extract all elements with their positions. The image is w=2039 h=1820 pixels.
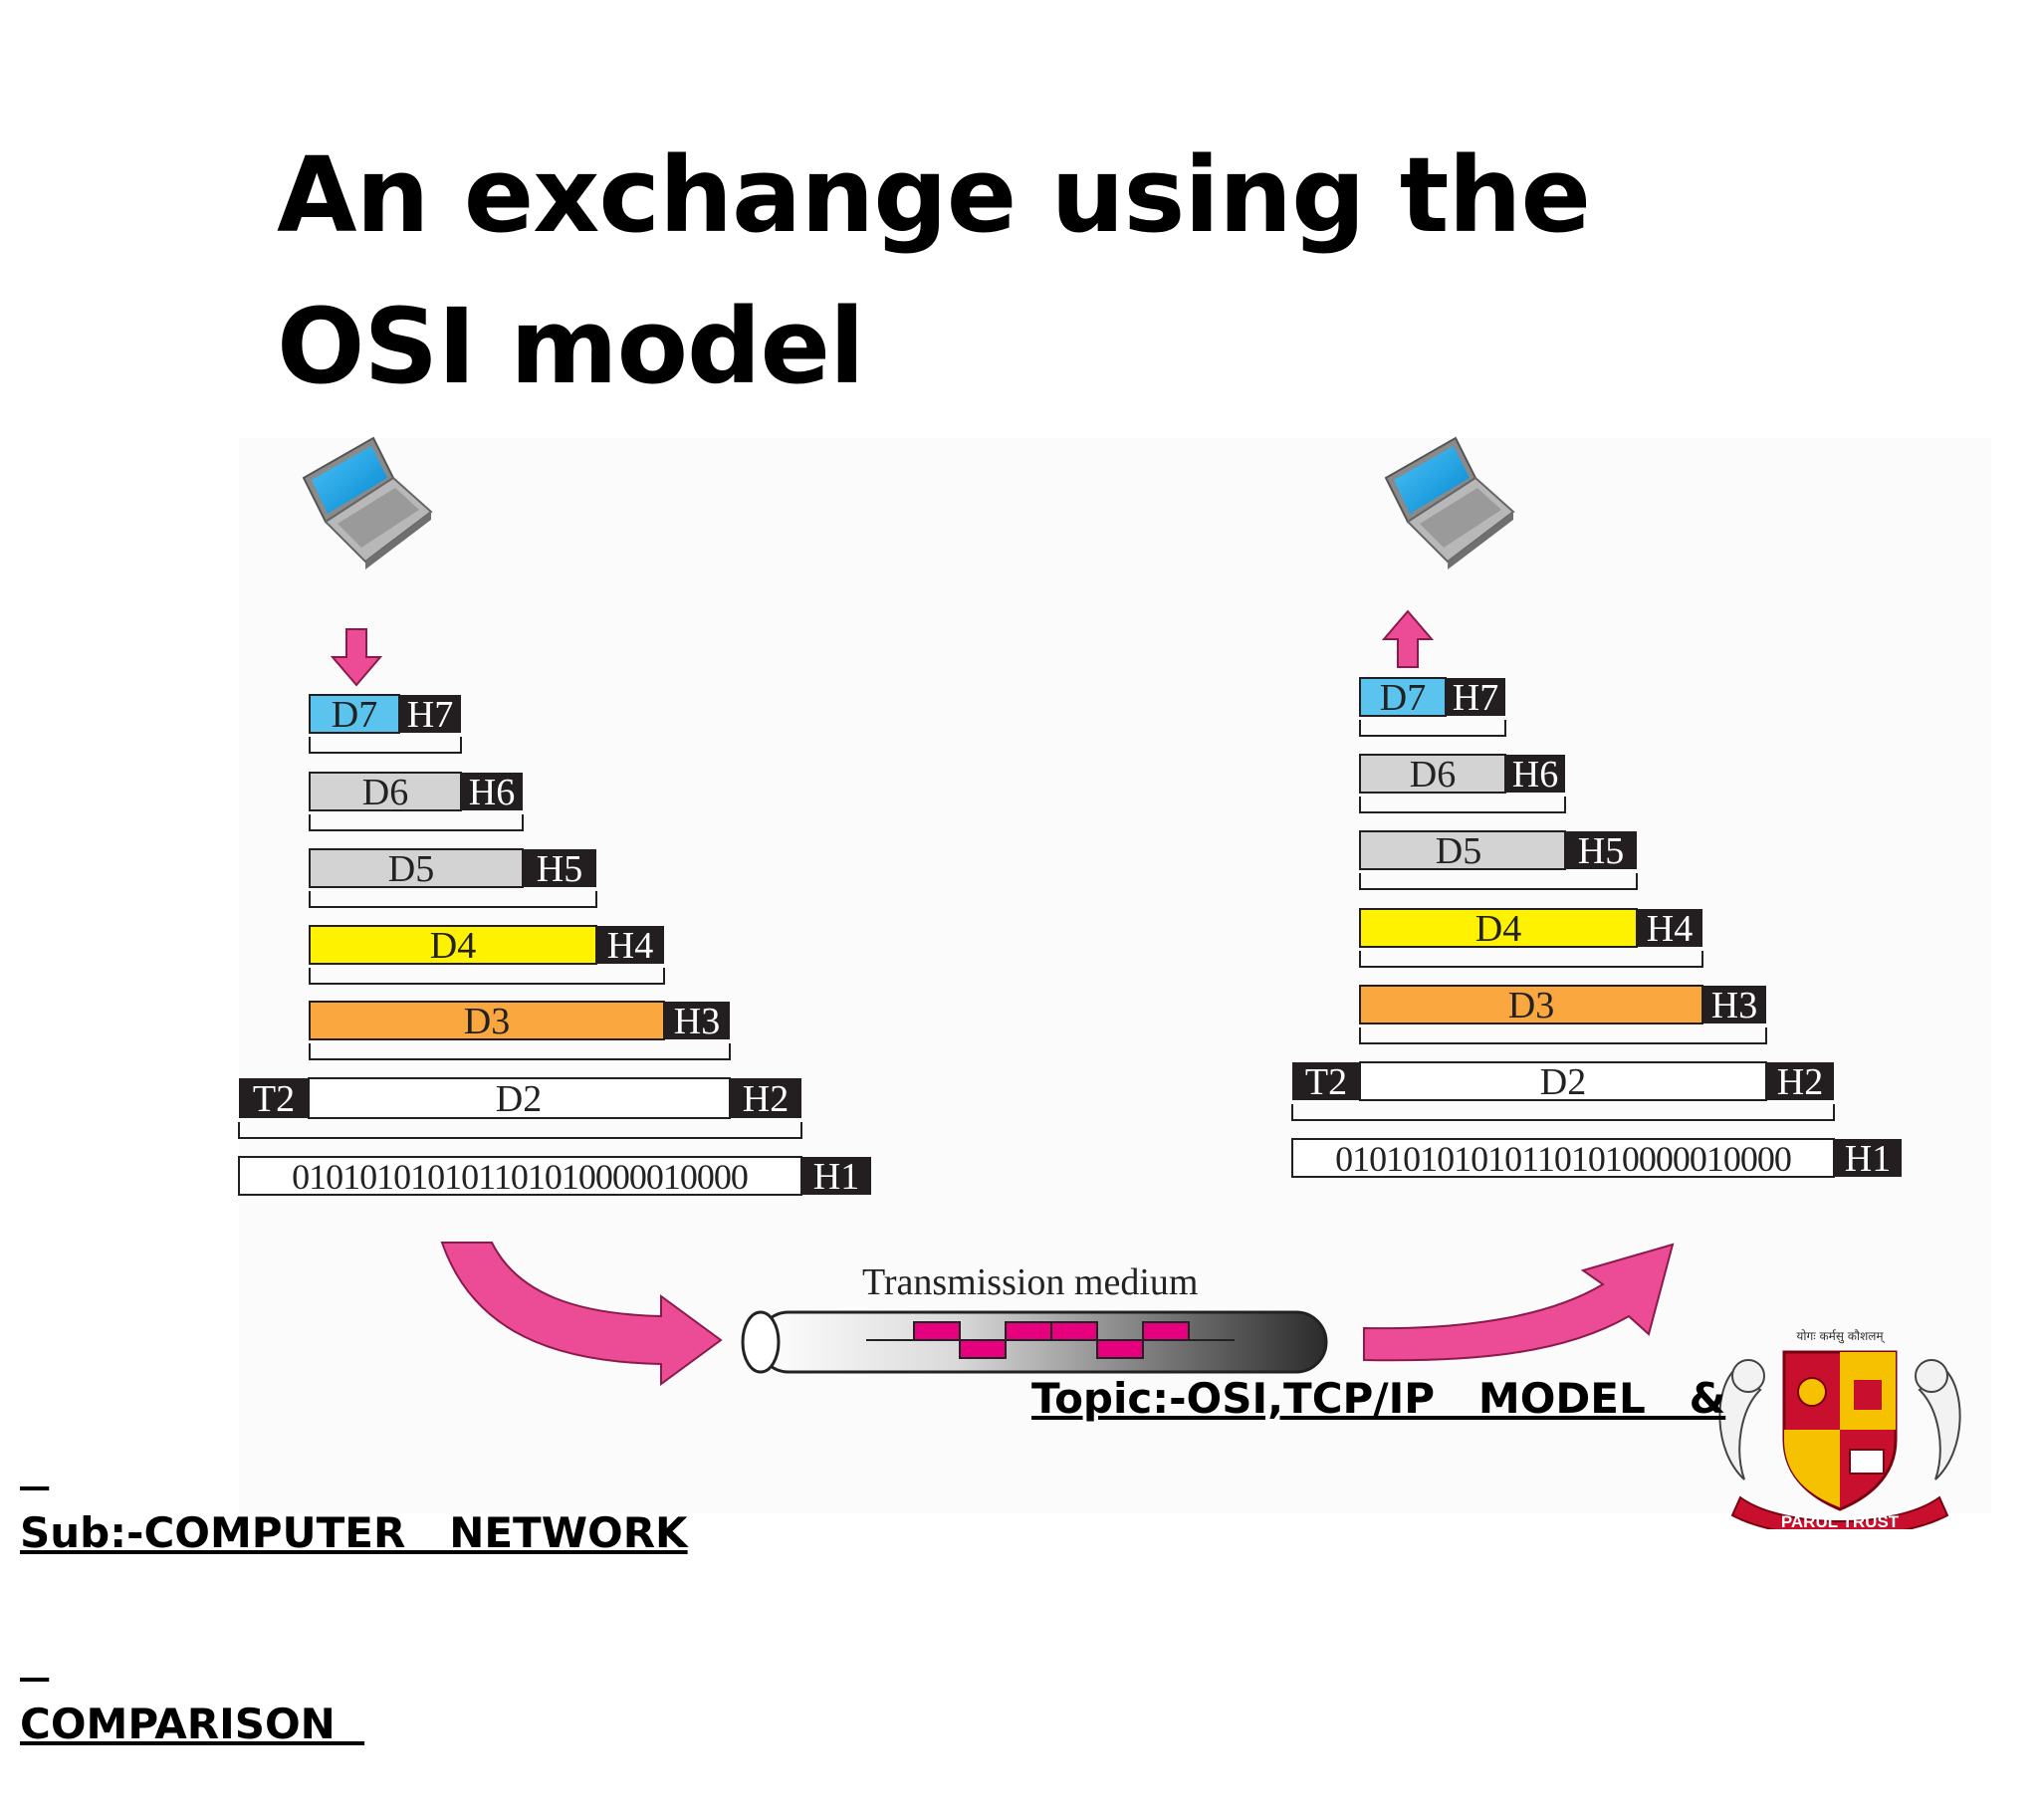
- sender-d4-label: D4: [430, 925, 476, 967]
- sender-d5-label: D5: [388, 848, 434, 890]
- slide-title: An exchange using the OSI model: [277, 119, 1671, 422]
- sender-d6-label: D6: [362, 772, 408, 813]
- receive-curved-arrow-icon: [1363, 1243, 1675, 1362]
- receiver-laptop-icon: [1384, 436, 1515, 569]
- sender-layer-5: D5 H5: [309, 848, 597, 908]
- receiver-h2-label: H2: [1777, 1061, 1823, 1103]
- footer-subject: Sub:-COMPUTER NETWORK COMPARISON: [20, 1374, 688, 1820]
- receiver-h1-label: H1: [1845, 1138, 1891, 1180]
- digital-signal: [866, 1321, 1235, 1359]
- parul-trust-logo: योगः कर्मसु कौशलम् PARUL TRUST: [1718, 1329, 1961, 1529]
- sender-layer-2: T2 D2 H2: [238, 1077, 802, 1139]
- sender-d2-label: D2: [496, 1078, 542, 1120]
- receiver-d4-label: D4: [1475, 908, 1521, 950]
- title-line-2: OSI model: [277, 286, 865, 407]
- receiver-d6-label: D6: [1410, 754, 1456, 796]
- receiver-layer-7: D7 H7: [1359, 677, 1506, 737]
- osi-exchange-diagram: D7 H7 D6 H6 D5 H5 D4 H4 D3: [238, 436, 1961, 1529]
- up-arrow-icon: [1381, 609, 1435, 668]
- receiver-d5-label: D5: [1436, 830, 1481, 872]
- receiver-layer-1: 010101010101101010000010000 H1: [1291, 1138, 1902, 1180]
- sender-layer-3: D3 H3: [309, 1001, 731, 1060]
- sender-d7-label: D7: [332, 694, 377, 736]
- receiver-layer-4: D4 H4: [1359, 908, 1703, 968]
- receiver-layer-2: T2 D2 H2: [1291, 1061, 1835, 1121]
- sender-stack: D7 H7 D6 H6 D5 H5 D4 H4 D3: [238, 694, 871, 1198]
- receiver-h3-label: H3: [1711, 985, 1757, 1026]
- down-arrow-icon: [330, 628, 383, 687]
- receiver-h6-label: H6: [1512, 754, 1558, 796]
- sender-laptop-icon: [302, 436, 433, 569]
- receiver-layer-6: D6 H6: [1359, 754, 1566, 813]
- logo-banner-text: PARUL TRUST: [1781, 1512, 1900, 1529]
- receiver-bitstream: 010101010101101010000010000: [1335, 1139, 1791, 1179]
- sender-layer-7: D7 H7: [309, 694, 462, 754]
- transmission-medium-label: Transmission medium: [862, 1261, 1199, 1303]
- sender-h5-label: H5: [537, 848, 582, 890]
- receiver-d7-label: D7: [1380, 677, 1426, 719]
- sender-layer-4: D4 H4: [309, 925, 665, 985]
- receiver-stack: D7 H7 D6 H6 D5 H5 D4 H4 D3: [1291, 677, 1902, 1180]
- receiver-t2-label: T2: [1305, 1061, 1347, 1103]
- footer-subject-line-1: Sub:-COMPUTER NETWORK: [20, 1508, 688, 1557]
- receiver-d2-label: D2: [1540, 1061, 1586, 1103]
- sender-bitstream: 010101010101101010000010000: [292, 1157, 748, 1197]
- receiver-layer-5: D5 H5: [1359, 830, 1638, 890]
- receiver-d3-label: D3: [1508, 985, 1554, 1026]
- title-line-1: An exchange using the: [277, 134, 1591, 256]
- sender-layer-6: D6 H6: [309, 772, 524, 831]
- sender-h6-label: H6: [469, 772, 515, 813]
- sender-h4-label: H4: [607, 925, 653, 967]
- receiver-h4-label: H4: [1647, 908, 1693, 950]
- sender-h1-label: H1: [813, 1156, 859, 1198]
- sender-h7-label: H7: [407, 694, 453, 736]
- receiver-h7-label: H7: [1453, 677, 1498, 719]
- send-curved-arrow-icon: [440, 1242, 723, 1386]
- sender-h2-label: H2: [743, 1078, 789, 1120]
- receiver-layer-3: D3 H3: [1359, 985, 1767, 1044]
- sender-t2-label: T2: [253, 1078, 295, 1120]
- sender-d3-label: D3: [464, 1001, 510, 1042]
- footer-topic: Topic:-OSI,TCP/IP MODEL &: [1031, 1374, 1726, 1423]
- logo-motto: योगः कर्मसु कौशलम्: [1796, 1329, 1885, 1344]
- footer-subject-line-2: COMPARISON: [20, 1700, 365, 1748]
- receiver-h5-label: H5: [1578, 830, 1624, 872]
- sender-h3-label: H3: [674, 1001, 720, 1042]
- sender-layer-1: 010101010101101010000010000 H1: [238, 1156, 871, 1198]
